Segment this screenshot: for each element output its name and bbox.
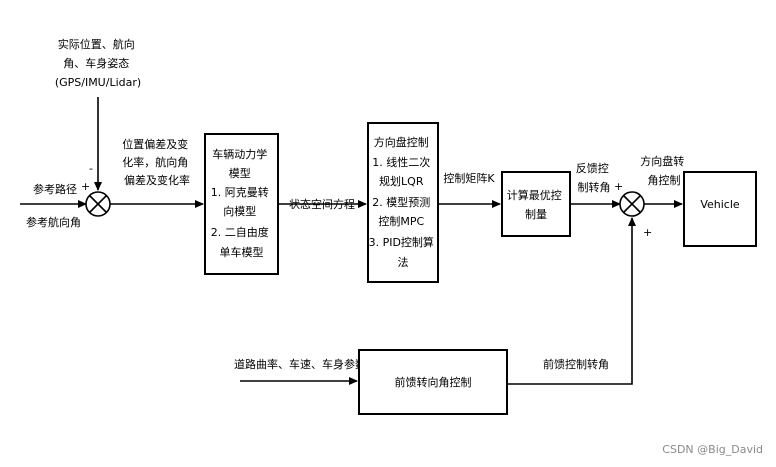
controller-line-5: 控制MPC <box>378 214 424 228</box>
controller-line-4: 2. 模型预测 <box>372 195 430 209</box>
feedback-angle-label: 反馈控 制转角 <box>576 161 613 194</box>
optimal-control-block <box>501 171 571 237</box>
dynamics-line-1: 车辆动力学 <box>212 147 267 161</box>
controller-line-7: 法 <box>398 255 409 269</box>
plus-sign-right-top: + <box>614 180 623 193</box>
control-matrix-label: 控制矩阵K <box>443 171 495 185</box>
vehicle-dynamics-block <box>204 133 279 275</box>
controller-line-2: 1. 线性二次 <box>372 155 430 169</box>
measurement-line-3: (GPS/IMU/Lidar) <box>55 76 141 89</box>
dynamics-line-4: 向模型 <box>223 204 256 218</box>
error-signal-label: 位置偏差及变 化率，航向角 偏差及变化率 <box>122 137 192 187</box>
steering-controller-block <box>367 122 439 283</box>
ref-path-label: 参考路径 <box>33 182 77 196</box>
optimal-line-1: 计算最优控 <box>507 188 562 202</box>
feedforward-angle-arrow <box>507 217 636 385</box>
error-line-3: 偏差及变化率 <box>124 173 190 187</box>
feedforward-angle-label: 前馈控制转角 <box>543 357 609 371</box>
feedforward-label: 前馈转向角控制 <box>395 375 472 389</box>
vehicle-label: Vehicle <box>700 198 740 211</box>
watermark: CSDN @Big_David <box>662 443 763 456</box>
measurement-line-2: 角、车身姿态 <box>63 56 129 70</box>
controller-line-3: 规划LQR <box>379 174 424 188</box>
error-line-1: 位置偏差及变 <box>122 137 188 151</box>
measurement-label: 实际位置、航向 角、车身姿态 (GPS/IMU/Lidar) <box>55 37 141 89</box>
road-params-label: 道路曲率、车速、车身参数 <box>234 357 366 371</box>
dynamics-line-2: 模型 <box>229 166 251 180</box>
steer-control-line-1: 方向盘转 <box>640 154 684 168</box>
minus-sign: - <box>89 162 93 175</box>
error-line-2: 化率，航向角 <box>122 155 188 169</box>
controller-line-1: 方向盘控制 <box>374 135 429 149</box>
dynamics-line-6: 单车模型 <box>220 245 264 259</box>
plus-sign-left: + <box>81 180 90 193</box>
dynamics-line-5: 2. 二自由度 <box>211 225 269 239</box>
steer-control-line-2: 角控制 <box>648 173 681 187</box>
summing-junction-steer <box>619 191 645 217</box>
feedforward-block <box>358 349 508 415</box>
plus-sign-right-bottom: + <box>643 226 652 239</box>
summing-junction-error <box>85 191 111 217</box>
vehicle-block <box>683 171 757 247</box>
feedback-line-2: 制转角 <box>578 180 611 194</box>
steering-controller-text: 方向盘控制 1. 线性二次 规划LQR 2. 模型预测 控制MPC 3. PID… <box>369 135 438 269</box>
controller-line-6: 3. PID控制算 <box>369 235 434 249</box>
ref-heading-label: 参考航向角 <box>26 215 81 229</box>
vehicle-dynamics-text: 车辆动力学 模型 1. 阿克曼转 向模型 2. 二自由度 单车模型 <box>211 147 273 259</box>
feedback-line-1: 反馈控 <box>576 161 609 175</box>
state-space-label: 状态空间方程 <box>289 197 355 211</box>
measurement-line-1: 实际位置、航向 <box>58 37 135 51</box>
optimal-control-text: 计算最优控 制量 <box>507 188 566 221</box>
steer-control-label: 方向盘转 角控制 <box>640 154 688 187</box>
optimal-line-2: 制量 <box>525 208 547 221</box>
dynamics-line-3: 1. 阿克曼转 <box>211 185 269 199</box>
